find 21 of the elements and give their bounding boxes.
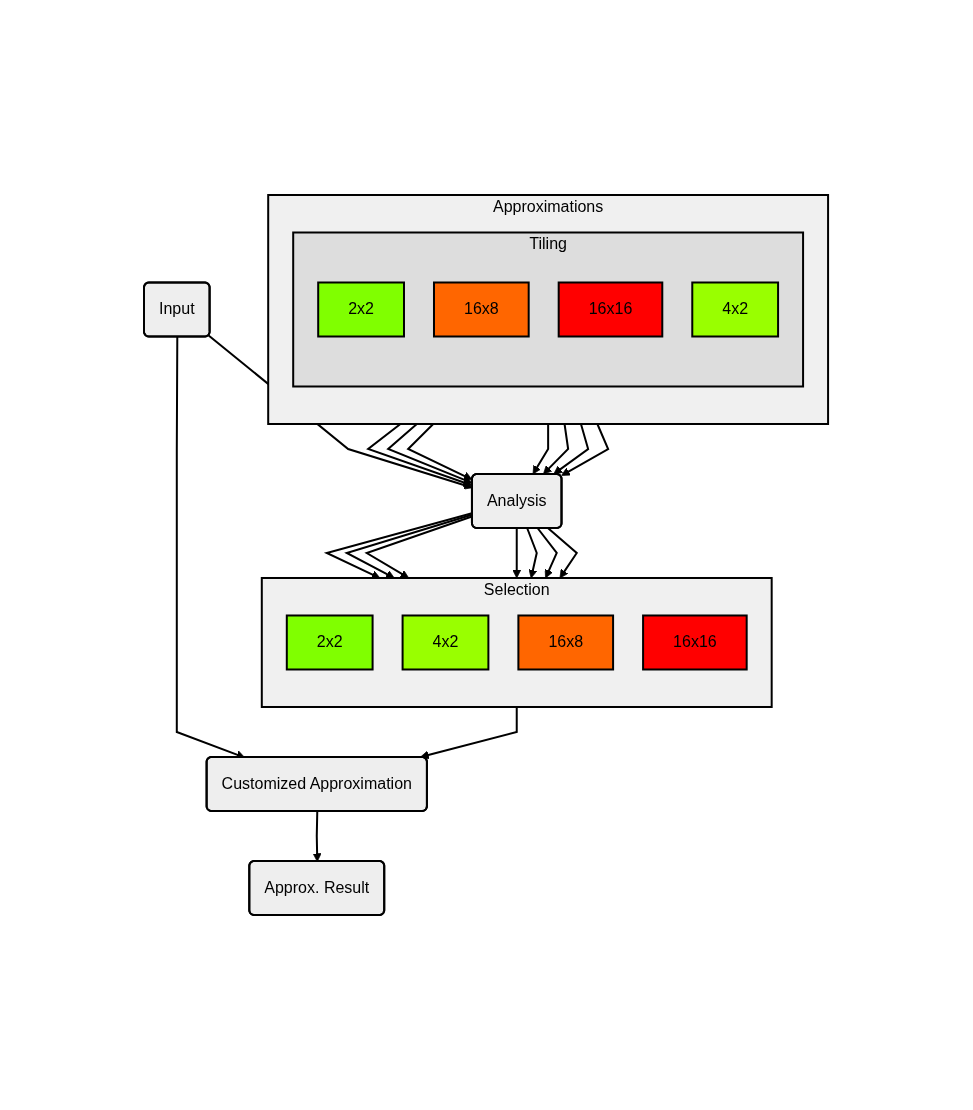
arrow <box>386 423 473 484</box>
arrow <box>420 706 519 760</box>
arrow <box>547 527 579 579</box>
arrow <box>553 423 590 475</box>
node-box: 2x2 <box>317 281 406 338</box>
node-box: 16x8 <box>517 614 615 671</box>
node-box: 16x8 <box>433 281 531 338</box>
arrow <box>512 527 522 579</box>
arrow <box>366 423 473 487</box>
arrow <box>533 423 550 475</box>
arrow <box>561 423 610 476</box>
arrow <box>313 810 322 862</box>
node-box: 4x2 <box>402 614 490 671</box>
node-box: 4x2 <box>691 281 780 338</box>
arrow <box>406 423 473 481</box>
node-box: 16x16 <box>642 614 749 671</box>
arrow <box>526 527 539 579</box>
arrow <box>536 527 559 579</box>
arrow <box>543 423 570 475</box>
node-box: 2x2 <box>286 614 375 671</box>
node-box: 16x16 <box>558 281 664 338</box>
